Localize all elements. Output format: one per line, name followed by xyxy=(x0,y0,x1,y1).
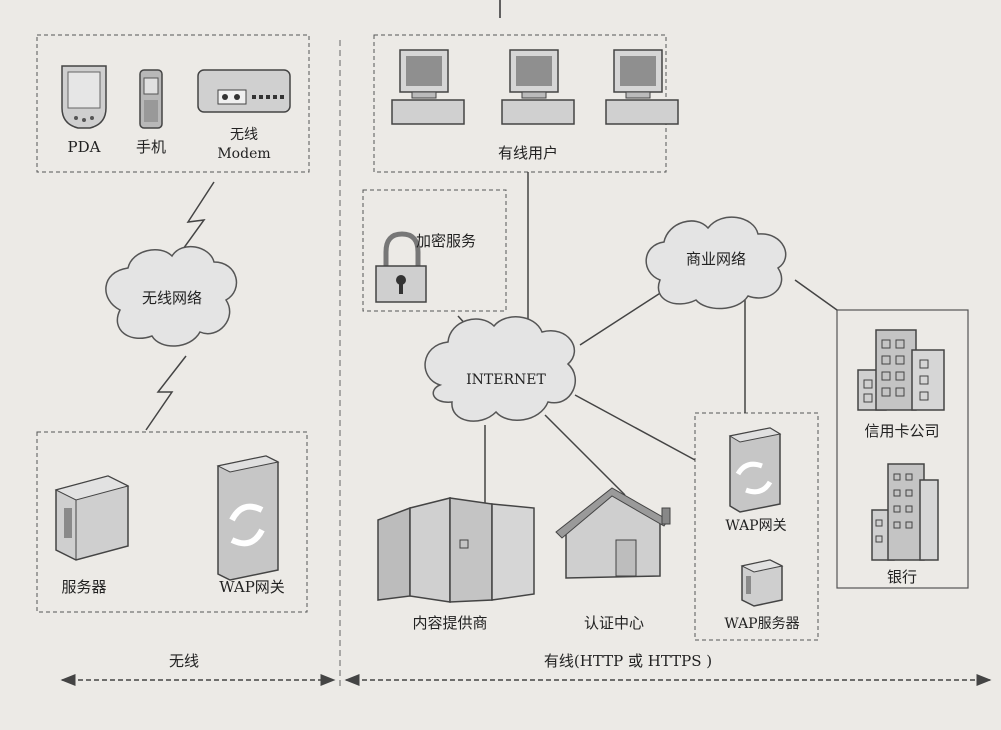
wireless-servers-group xyxy=(36,431,308,613)
pda-icon xyxy=(61,65,107,129)
auth-center-icon xyxy=(555,487,671,579)
auth-center-label: 认证中心 xyxy=(584,614,644,632)
wap-server-icon xyxy=(740,559,784,607)
server-icon xyxy=(54,475,130,561)
pda-label: PDA xyxy=(68,138,101,156)
internet-cloud xyxy=(424,316,577,422)
business-network-label: 商业网络 xyxy=(686,250,746,268)
line-internet-business xyxy=(579,289,666,346)
encryption-group xyxy=(362,189,507,312)
connection-lines xyxy=(457,172,838,505)
content-provider-icon xyxy=(377,497,535,603)
bank-label: 银行 xyxy=(887,568,917,586)
wap-gateway-left-label: WAP网关 xyxy=(219,578,285,596)
credit-card-company-label: 信用卡公司 xyxy=(864,422,939,440)
wap-gateway-left-icon xyxy=(216,455,280,581)
wireless-modem-icon xyxy=(197,69,291,113)
wireless-link-top-icon xyxy=(177,181,215,257)
server-label: 服务器 xyxy=(61,578,106,596)
internet-label: INTERNET xyxy=(466,372,546,388)
bank-icon xyxy=(871,463,939,561)
wired-section-label: 有线(HTTP 或 HTTPS ) xyxy=(544,652,712,670)
phone-label: 手机 xyxy=(136,138,166,156)
modem-label-line1: 无线 xyxy=(230,127,258,143)
computer-3-icon xyxy=(605,49,679,125)
wap-gateway-right-icon xyxy=(728,427,782,513)
encryption-service-label: 加密服务 xyxy=(416,232,476,250)
modem-label-line2: Modem xyxy=(217,146,270,162)
wireless-network-label: 无线网络 xyxy=(142,289,202,307)
credit-card-company-icon xyxy=(857,329,945,411)
wired-users-label: 有线用户 xyxy=(498,144,558,162)
line-internet-wap xyxy=(574,394,696,461)
mobile-devices-group xyxy=(36,34,310,173)
computer-1-icon xyxy=(391,49,465,125)
wireless-network-cloud xyxy=(105,245,238,347)
business-network-cloud xyxy=(645,216,787,310)
wap-gateway-right-label: WAP网关 xyxy=(725,518,786,534)
lock-icon xyxy=(375,231,427,303)
wireless-link-bottom-icon xyxy=(145,355,187,431)
line-internet-auth xyxy=(544,414,626,496)
computer-2-icon xyxy=(501,49,575,125)
content-provider-label: 内容提供商 xyxy=(412,614,487,632)
wireless-section-label: 无线 xyxy=(169,652,199,670)
phone-icon xyxy=(139,69,163,129)
finance-group xyxy=(836,309,969,589)
wap-server-label: WAP服务器 xyxy=(724,616,799,632)
line-business-finance xyxy=(794,279,838,311)
